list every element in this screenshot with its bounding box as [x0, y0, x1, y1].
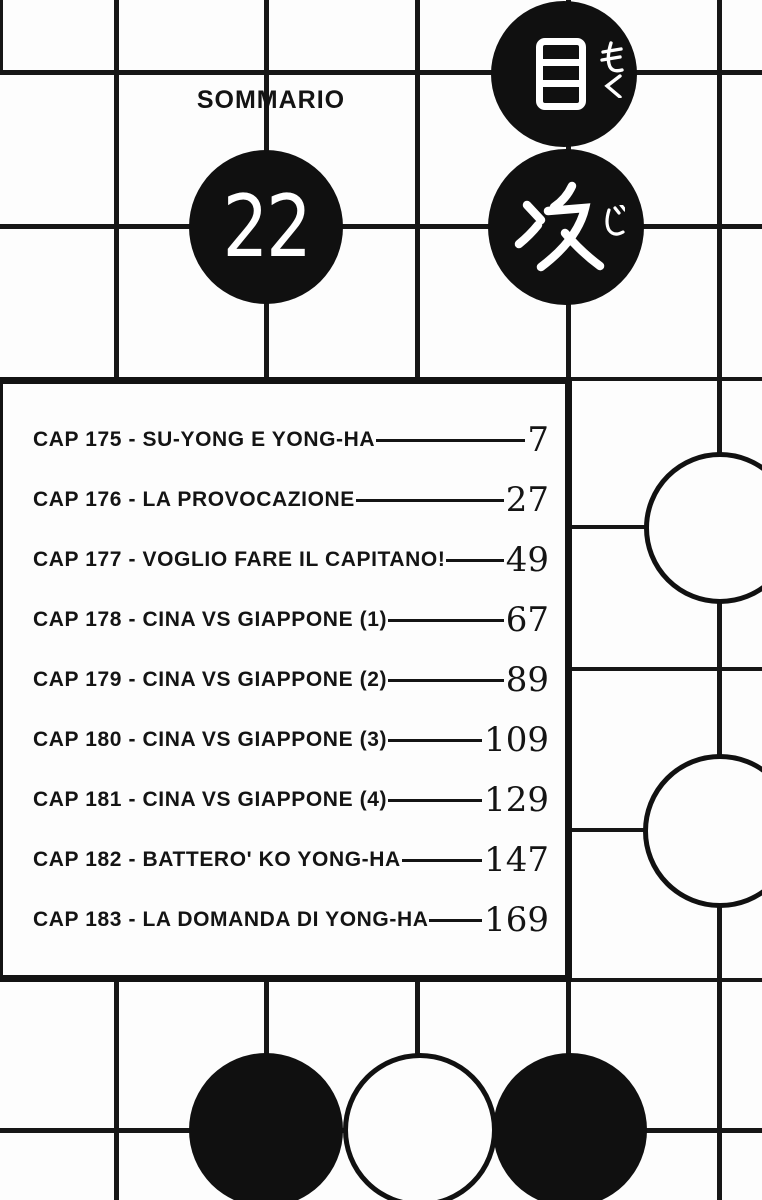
black-stone	[189, 1053, 343, 1200]
furigana-ji-icon	[605, 205, 625, 236]
chapter-label: CAP 178 - CINA VS GIAPPONE (1)	[33, 608, 388, 631]
page-number: 27	[505, 480, 549, 520]
leader-line	[388, 678, 504, 682]
chapter-label: CAP 176 - LA PROVOCAZIONE	[33, 488, 355, 511]
page-number: 67	[505, 600, 549, 640]
kanji-tsugi-icon	[514, 181, 605, 272]
grid-hline-2	[0, 224, 762, 229]
toc-row: CAP 177 - VOGLIO FARE IL CAPITANO! 49	[33, 530, 549, 590]
grid-hline-7	[566, 978, 762, 982]
grid-vline-1b	[114, 978, 119, 1200]
grid-hline-3	[400, 377, 762, 381]
black-stone	[493, 1053, 647, 1200]
leader-line	[401, 858, 483, 862]
leader-line	[376, 438, 526, 442]
volume-number-stone: 22	[189, 150, 343, 304]
toc-row: CAP 183 - LA DOMANDA DI YONG-HA 169	[33, 890, 549, 950]
toc-row: CAP 181 - CINA VS GIAPPONE (4) 129	[33, 770, 549, 830]
toc-row: CAP 175 - SU-YONG E YONG-HA 7	[33, 410, 549, 470]
grid-vline-3a	[415, 0, 420, 380]
page-number: 169	[484, 900, 549, 940]
toc-row: CAP 179 - CINA VS GIAPPONE (2) 89	[33, 650, 549, 710]
page-number: 89	[505, 660, 549, 700]
grid-vline-1a	[114, 0, 119, 380]
kanji-tsugi-stone	[488, 149, 644, 305]
volume-number: 22	[222, 177, 312, 277]
sommario-label: SOMMARIO	[196, 86, 346, 114]
page-number: 109	[484, 720, 549, 760]
page-number: 147	[484, 840, 549, 880]
toc-row: CAP 180 - CINA VS GIAPPONE (3) 109	[33, 710, 549, 770]
chapter-label: CAP 177 - VOGLIO FARE IL CAPITANO!	[33, 548, 446, 571]
leader-line	[429, 918, 483, 922]
white-stone	[643, 754, 762, 908]
furigana-moku-icon	[600, 41, 624, 98]
leader-line	[388, 738, 483, 742]
grid-vline-edge	[0, 0, 3, 72]
chapter-label: CAP 179 - CINA VS GIAPPONE (2)	[33, 668, 388, 691]
white-stone	[343, 1053, 497, 1200]
white-stone	[644, 452, 762, 604]
kanji-me-icon	[536, 38, 586, 110]
toc-row: CAP 178 - CINA VS GIAPPONE (1) 67	[33, 590, 549, 650]
chapter-label: CAP 183 - LA DOMANDA DI YONG-HA	[33, 908, 429, 931]
chapter-label: CAP 181 - CINA VS GIAPPONE (4)	[33, 788, 388, 811]
leader-line	[355, 498, 504, 502]
page-number: 7	[527, 420, 549, 460]
leader-line	[388, 798, 483, 802]
kanji-moku-stone	[491, 1, 637, 147]
toc-row: CAP 176 - LA PROVOCAZIONE 27	[33, 470, 549, 530]
chapter-label: CAP 180 - CINA VS GIAPPONE (3)	[33, 728, 388, 751]
leader-line	[388, 618, 504, 622]
chapter-label: CAP 175 - SU-YONG E YONG-HA	[33, 428, 376, 451]
grid-hline-1	[0, 70, 762, 75]
chapter-label: CAP 182 - BATTERO' KO YONG-HA	[33, 848, 401, 871]
page-number: 129	[484, 780, 549, 820]
toc-box: CAP 175 - SU-YONG E YONG-HA 7 CAP 176 - …	[0, 377, 572, 982]
leader-line	[446, 558, 504, 562]
grid-hline-5	[566, 667, 762, 671]
page-number: 49	[505, 540, 549, 580]
toc-row: CAP 182 - BATTERO' KO YONG-HA 147	[33, 830, 549, 890]
